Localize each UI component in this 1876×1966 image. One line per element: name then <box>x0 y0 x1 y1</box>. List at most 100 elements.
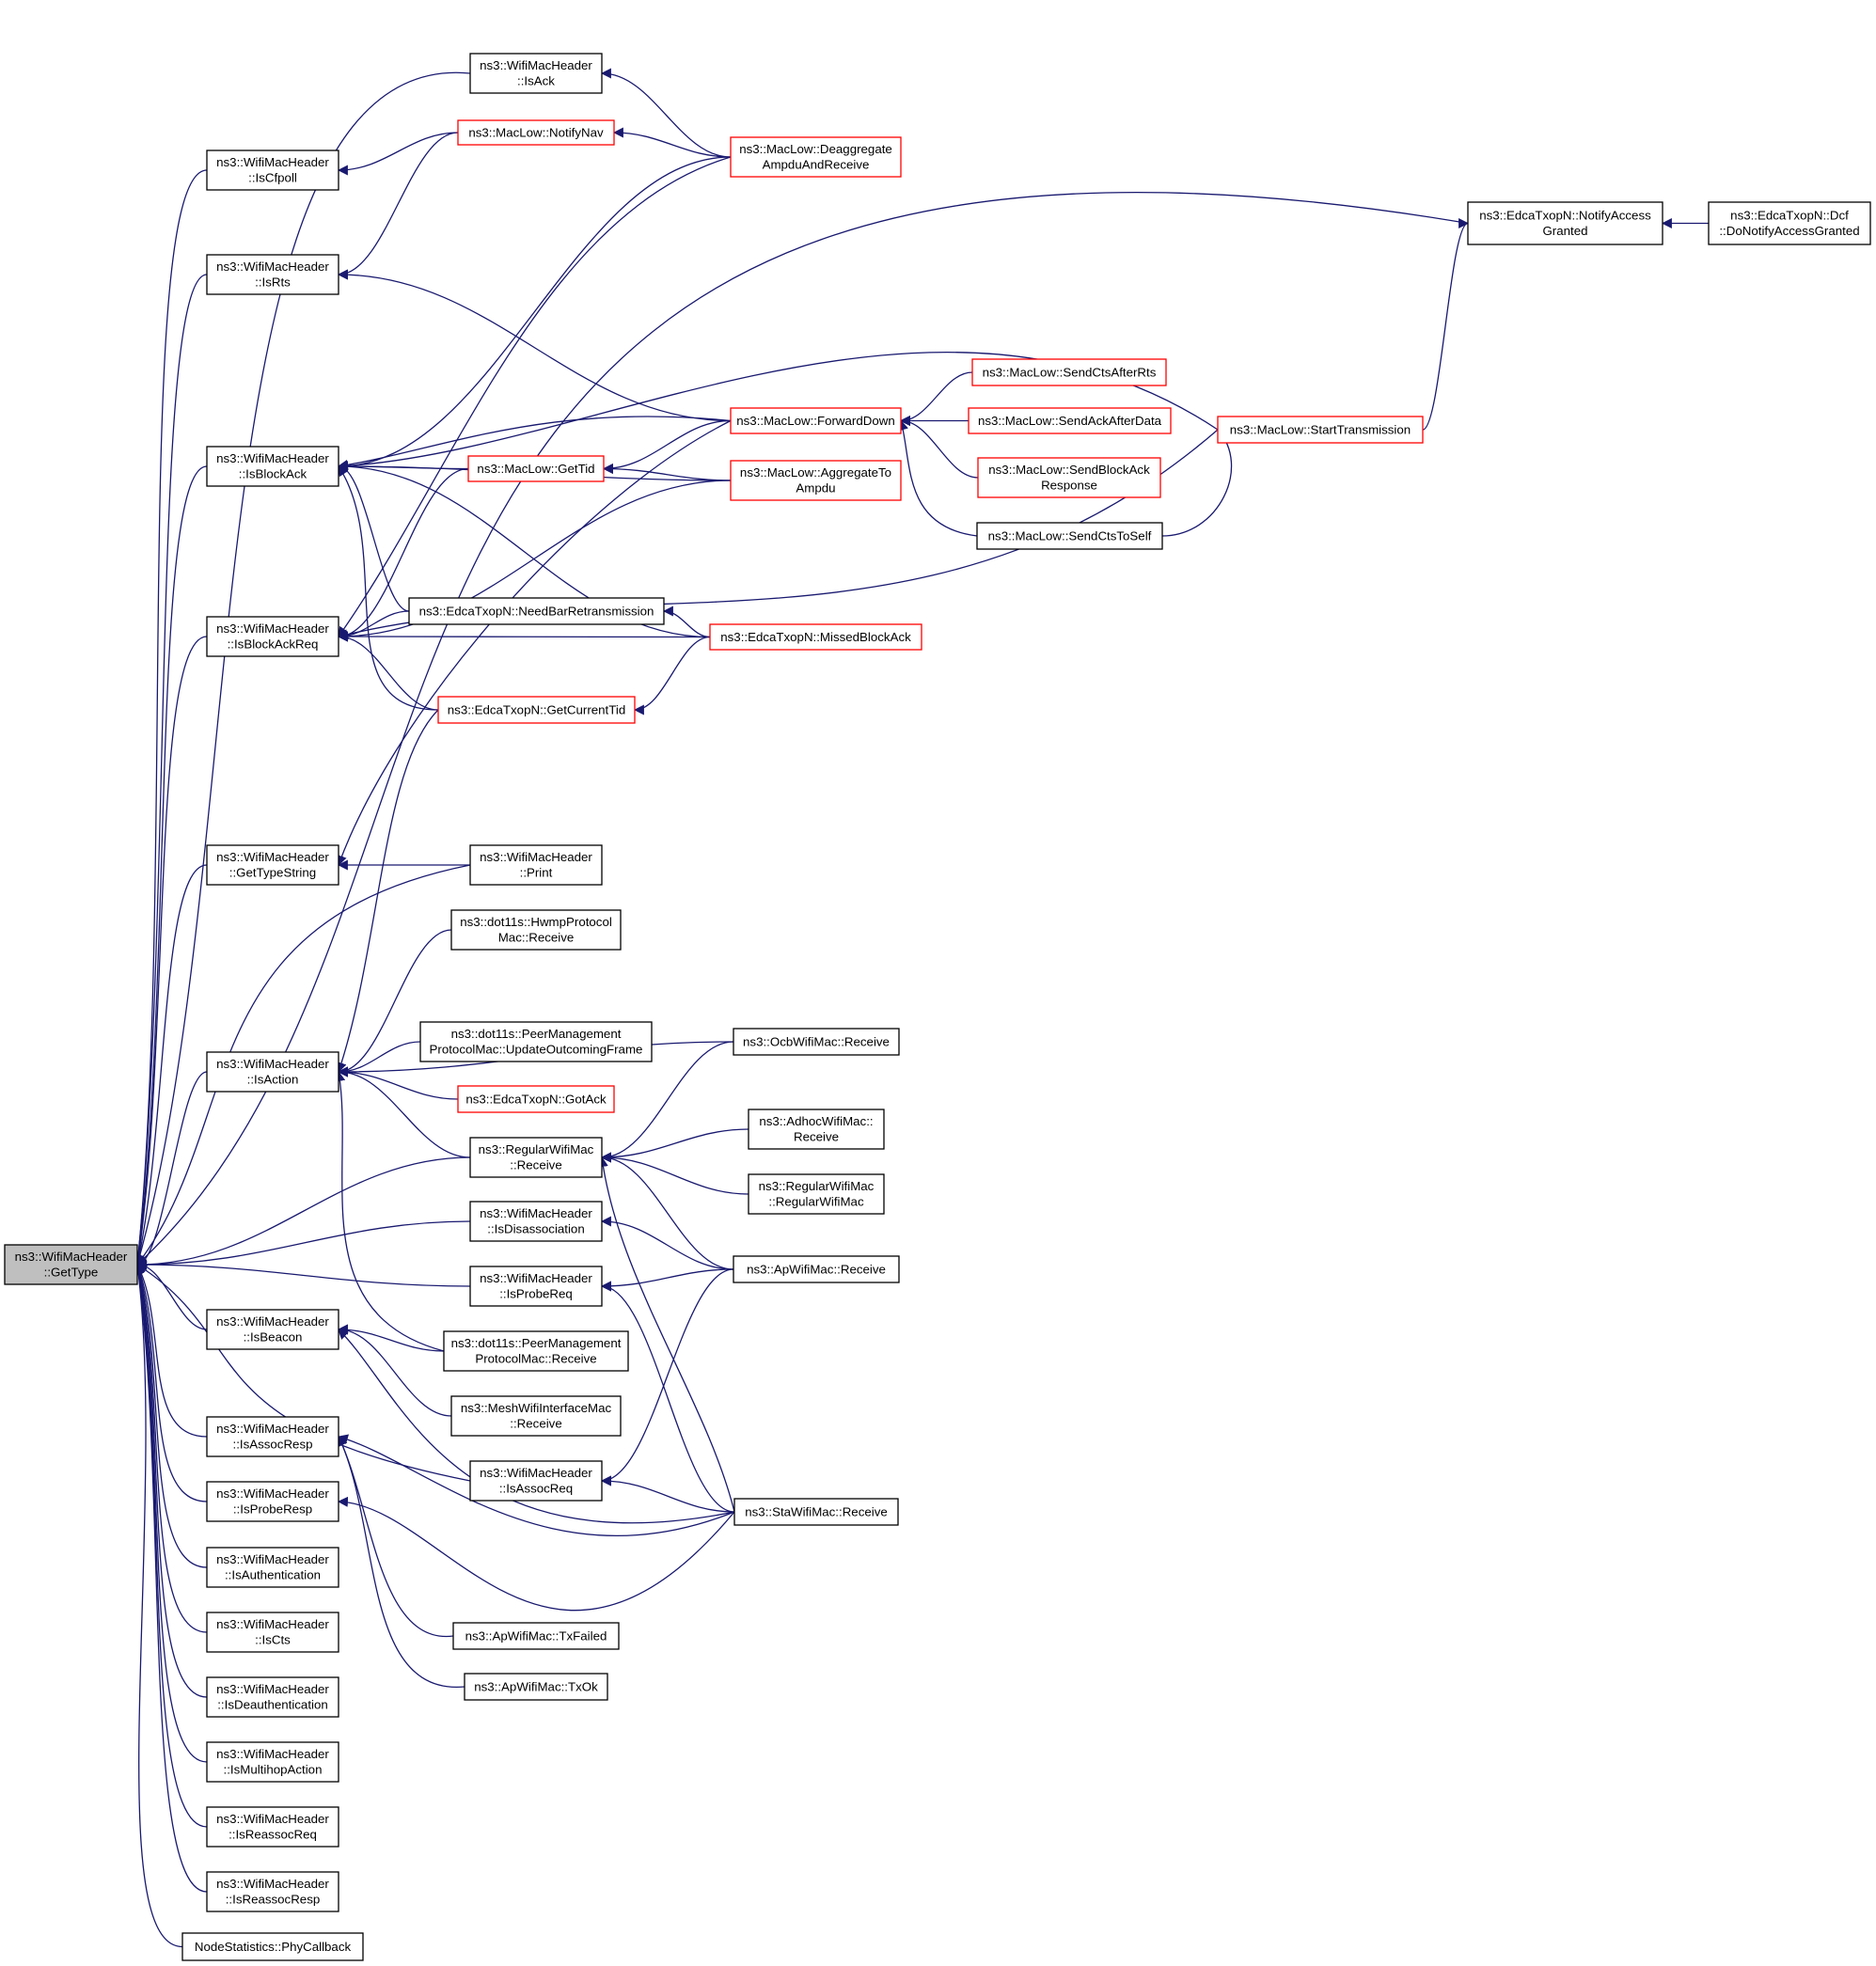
node-label-line: ns3::WifiMacHeader <box>216 1812 329 1826</box>
node-print[interactable]: ns3::WifiMacHeader::Print <box>469 844 603 886</box>
node-box <box>206 844 339 886</box>
node-label-line: ns3::WifiMacHeader <box>480 58 592 72</box>
node-sendackafterdata[interactable]: ns3::MacLow::SendAckAfterData <box>968 407 1172 434</box>
node-box <box>733 1028 900 1056</box>
edge-gettid-to-isblockackreq <box>337 467 469 642</box>
node-box <box>748 1109 885 1150</box>
edge-stareceive-to-isassocreq <box>600 1475 735 1513</box>
node-label-line: ns3::MacLow::ForwardDown <box>736 414 895 428</box>
node-notifynav[interactable]: ns3::MacLow::NotifyNav <box>457 119 615 146</box>
node-gettype[interactable]: ns3::WifiMacHeader::GetType <box>4 1244 138 1285</box>
node-starttransmission[interactable]: ns3::MacLow::StartTransmission <box>1217 416 1424 444</box>
node-needbar[interactable]: ns3::EdcaTxopN::NeedBarRetransmission <box>408 597 665 625</box>
node-label-line: Response <box>1041 479 1097 493</box>
node-box <box>730 136 902 178</box>
node-gettid[interactable]: ns3::MacLow::GetTid <box>467 455 605 482</box>
edge-stareceive-to-regularreceive <box>597 1156 735 1513</box>
node-isblockackreq[interactable]: ns3::WifiMacHeader::IsBlockAckReq <box>206 616 339 657</box>
node-regularreceive[interactable]: ns3::RegularWifiMac::Receive <box>469 1137 603 1178</box>
node-ocbreceive[interactable]: ns3::OcbWifiMac::Receive <box>733 1028 900 1056</box>
node-box <box>206 1612 339 1653</box>
node-label-line: ns3::WifiMacHeader <box>216 621 329 636</box>
node-isproberesp[interactable]: ns3::WifiMacHeader::IsProbeResp <box>206 1481 339 1522</box>
node-label-line: NodeStatistics::PhyCallback <box>195 1940 352 1954</box>
edge-iscfpoll-to-gettype <box>133 169 208 1266</box>
node-isrts[interactable]: ns3::WifiMacHeader::IsRts <box>206 254 339 295</box>
node-box <box>206 446 339 487</box>
node-isbeacon[interactable]: ns3::WifiMacHeader::IsBeacon <box>206 1309 339 1350</box>
node-isreassocreq[interactable]: ns3::WifiMacHeader::IsReassocReq <box>206 1806 339 1848</box>
node-adhocreceive[interactable]: ns3::AdhocWifiMac::Receive <box>748 1109 885 1150</box>
node-isassocresp[interactable]: ns3::WifiMacHeader::IsAssocResp <box>206 1416 339 1457</box>
node-txok[interactable]: ns3::ApWifiMac::TxOk <box>464 1673 608 1701</box>
node-box <box>206 1547 339 1588</box>
node-gotack[interactable]: ns3::EdcaTxopN::GotAck <box>457 1085 615 1113</box>
node-isdisassociation[interactable]: ns3::WifiMacHeader::IsDisassociation <box>469 1201 603 1242</box>
node-label-line: ns3::WifiMacHeader <box>216 1486 329 1501</box>
edge-phycallback-to-gettype <box>133 1263 183 1948</box>
node-txfailed[interactable]: ns3::ApWifiMac::TxFailed <box>452 1622 620 1650</box>
node-isblockack[interactable]: ns3::WifiMacHeader::IsBlockAck <box>206 446 339 487</box>
node-label-line: ns3::WifiMacHeader <box>216 1422 329 1436</box>
node-label-line: ns3::WifiMacHeader <box>216 850 329 864</box>
node-sendctsafterrts[interactable]: ns3::MacLow::SendCtsAfterRts <box>971 358 1167 386</box>
node-notifyaccessgranted[interactable]: ns3::EdcaTxopN::NotifyAccessGranted <box>1467 201 1663 245</box>
node-isauthentication[interactable]: ns3::WifiMacHeader::IsAuthentication <box>206 1547 339 1588</box>
node-label-line: ns3::WifiMacHeader <box>216 1682 329 1696</box>
node-label-line: ns3::StaWifiMac::Receive <box>745 1504 888 1518</box>
node-phycallback[interactable]: NodeStatistics::PhyCallback <box>181 1932 364 1961</box>
node-label-line: ns3::WifiMacHeader <box>216 1057 329 1071</box>
node-forwarddown[interactable]: ns3::MacLow::ForwardDown <box>730 407 902 434</box>
node-box <box>181 1932 364 1961</box>
edge-notifynav-to-isrts <box>337 132 459 280</box>
node-ismultihopaction[interactable]: ns3::WifiMacHeader::IsMultihopAction <box>206 1741 339 1783</box>
node-box <box>730 407 902 434</box>
node-box <box>1467 201 1663 245</box>
node-gettypestring[interactable]: ns3::WifiMacHeader::GetTypeString <box>206 844 339 886</box>
node-label-line: ::Receive <box>510 1158 561 1172</box>
edge-isblockackreq-to-gettype <box>134 636 208 1266</box>
node-box <box>469 1201 603 1242</box>
node-regularctor[interactable]: ns3::RegularWifiMac::RegularWifiMac <box>748 1173 885 1215</box>
node-isassocreq[interactable]: ns3::WifiMacHeader::IsAssocReq <box>469 1460 603 1502</box>
node-isack[interactable]: ns3::WifiMacHeader::IsAck <box>469 53 603 94</box>
node-label-line: ::IsAuthentication <box>225 1568 321 1582</box>
node-box <box>206 616 339 657</box>
node-iscfpoll[interactable]: ns3::WifiMacHeader::IsCfpoll <box>206 149 339 191</box>
node-label-line: ns3::ApWifiMac::TxFailed <box>465 1628 607 1643</box>
node-isdeauthentication[interactable]: ns3::WifiMacHeader::IsDeauthentication <box>206 1676 339 1718</box>
node-label-line: Granted <box>1542 224 1587 238</box>
node-label-line: ns3::WifiMacHeader <box>216 451 329 465</box>
node-sendctstoself[interactable]: ns3::MacLow::SendCtsToSelf <box>976 522 1163 550</box>
node-box <box>469 844 603 886</box>
node-pmpreceive[interactable]: ns3::dot11s::PeerManagementProtocolMac::… <box>443 1330 629 1372</box>
node-isprobereq[interactable]: ns3::WifiMacHeader::IsProbeReq <box>469 1266 603 1307</box>
node-missedblockack[interactable]: ns3::EdcaTxopN::MissedBlockAck <box>709 623 922 651</box>
edge-deaggregate-to-isack <box>600 68 732 158</box>
node-label-line: ns3::EdcaTxopN::NeedBarRetransmission <box>419 604 654 618</box>
node-label-line: ns3::MacLow::SendCtsToSelf <box>988 528 1152 543</box>
node-donotifyaccessgranted[interactable]: ns3::EdcaTxopN::Dcf::DoNotifyAccessGrant… <box>1708 201 1871 245</box>
node-isreassocresp[interactable]: ns3::WifiMacHeader::IsReassocResp <box>206 1871 339 1912</box>
node-stareceive[interactable]: ns3::StaWifiMac::Receive <box>733 1498 899 1526</box>
node-pmpupdate[interactable]: ns3::dot11s::PeerManagementProtocolMac::… <box>419 1021 653 1062</box>
edge-missedblockack-to-isblockack <box>337 461 711 638</box>
edge-ocbreceive-to-regularreceive <box>600 1041 734 1163</box>
node-label-line: ns3::OcbWifiMac::Receive <box>743 1034 890 1048</box>
node-box <box>443 1330 629 1372</box>
node-box <box>457 1085 615 1113</box>
node-meshreceive[interactable]: ns3::MeshWifiInterfaceMac::Receive <box>450 1395 622 1437</box>
node-label-line: ns3::ApWifiMac::Receive <box>747 1262 886 1276</box>
node-box <box>469 53 603 94</box>
node-getcurrenttid[interactable]: ns3::EdcaTxopN::GetCurrentTid <box>437 696 636 724</box>
edge-needbar-to-isblockack <box>337 461 410 612</box>
node-iscts[interactable]: ns3::WifiMacHeader::IsCts <box>206 1612 339 1653</box>
node-isaction[interactable]: ns3::WifiMacHeader::IsAction <box>206 1051 339 1093</box>
node-apreceive[interactable]: ns3::ApWifiMac::Receive <box>733 1255 900 1283</box>
node-box <box>976 522 1163 550</box>
